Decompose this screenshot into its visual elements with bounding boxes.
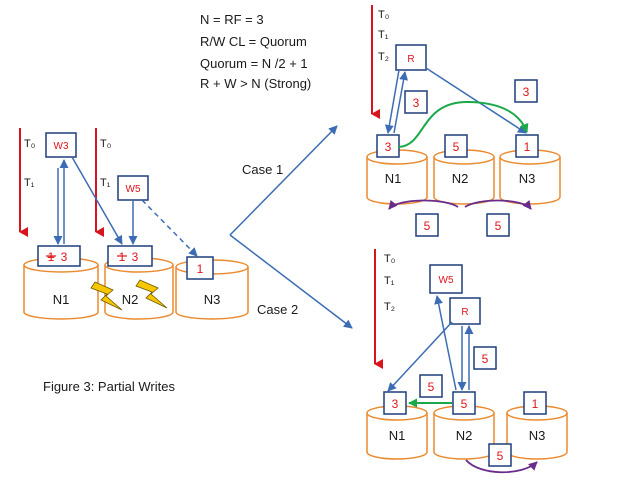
n2-old-value: 1: [119, 250, 126, 264]
time-label-t1: T₁: [24, 177, 35, 189]
time-label-t2: T₂: [384, 301, 395, 313]
time-label-t1: T₁: [378, 29, 389, 41]
n1-value: 3: [392, 397, 399, 411]
time-label-t0: T₀: [384, 253, 395, 265]
node-label-n3: N3: [519, 171, 536, 186]
time-label-t0: T₀: [100, 138, 111, 150]
node-label-n2: N2: [456, 428, 473, 443]
n2-new-value: 3: [132, 250, 139, 264]
case1-label: Case 1: [242, 162, 283, 177]
node-label-n1: N1: [389, 428, 406, 443]
case1-scenario: T₀ T₁ T₂ N1 N2 N3 3 5 1 R: [366, 5, 561, 237]
repair-label: 3: [523, 85, 530, 99]
node-label-n1: N1: [385, 171, 402, 186]
response-label: 5: [428, 380, 435, 394]
case1-branch-arrow: [229, 125, 338, 236]
sync-label-left: 5: [424, 219, 431, 233]
time-label-t0: T₀: [24, 138, 35, 150]
time-label-t1: T₁: [100, 177, 111, 189]
node-label-n2: N2: [452, 171, 469, 186]
n1-new-value: 3: [61, 250, 68, 264]
value-box-n2: [444, 134, 468, 158]
node-cylinder-n1: [23, 257, 99, 320]
response-label-box: [419, 374, 443, 398]
parameters-block: N = RF = 3 R/W CL = Quorum Quorum = N /2…: [200, 12, 311, 91]
node-cylinder-n2: [433, 149, 495, 205]
lightning-icon: [90, 281, 123, 311]
n2-value: 5: [453, 140, 460, 154]
write-label-w3: W3: [54, 141, 69, 152]
n1-old-value: 1: [48, 250, 55, 264]
case2-scenario: T₀ T₁ T₂ N1 N2 N3 3 5 1 W5 R: [366, 249, 568, 474]
repair-label-box: [514, 79, 538, 103]
value-box-n1: [37, 245, 81, 267]
value-box-n1: [383, 391, 407, 415]
param-line-2: R/W CL = Quorum: [200, 34, 307, 49]
read-request-r: [395, 44, 427, 71]
w5-to-n3-dashed-arrow: [141, 199, 198, 257]
write-label-w5: W5: [439, 275, 454, 286]
sync-purple-arrow-right: [464, 199, 532, 210]
value-box-n3: [523, 391, 547, 415]
node-label-n1: N1: [53, 292, 70, 307]
param-line-1: N = RF = 3: [200, 12, 264, 27]
n1-value: 3: [385, 140, 392, 154]
read-to-n3-arrow: [425, 67, 527, 134]
response-label: 3: [413, 96, 420, 110]
time-label-t2: T₂: [378, 51, 389, 63]
sync-label-box-right: [486, 213, 510, 237]
read-label-box: [473, 346, 497, 370]
case2-branch-arrow: [229, 234, 353, 329]
n3-value: 1: [197, 262, 204, 276]
response-label-box: [404, 90, 428, 114]
case2-label: Case 2: [257, 302, 298, 317]
time-label-t1: T₁: [384, 275, 395, 287]
read-label: 5: [482, 352, 489, 366]
figure-caption: Figure 3: Partial Writes: [43, 379, 175, 394]
write-request-w3: [45, 132, 77, 158]
value-box-n2: [107, 245, 153, 267]
n3-value: 1: [532, 397, 539, 411]
n2-value: 5: [461, 397, 468, 411]
sync-label-right: 5: [495, 219, 502, 233]
read-request-r: [449, 297, 481, 325]
n2-to-w5-arrow: [434, 295, 457, 391]
read-label-r: R: [461, 307, 468, 318]
value-box-n3: [186, 256, 214, 280]
read-label-r: R: [407, 54, 414, 65]
param-line-3: Quorum = N /2 + 1: [200, 56, 308, 71]
node-label-n2: N2: [122, 292, 139, 307]
left-scenario: T₀ T₁ T₀ T₁ N1 N2 N3 W3 W5 1: [19, 128, 249, 320]
value-box-n2: [452, 391, 476, 415]
n3-value: 1: [524, 140, 531, 154]
read-to-n1-arrow: [387, 321, 453, 392]
time-label-t0: T₀: [378, 9, 389, 21]
node-cylinder-n3: [506, 405, 568, 460]
node-label-n3: N3: [204, 292, 221, 307]
node-cylinder-n2: [104, 257, 174, 320]
write-label-w5: W5: [126, 184, 141, 195]
write-request-w5: [429, 264, 463, 294]
sync-label-box: [488, 443, 512, 467]
value-box-n3: [515, 134, 539, 158]
sync-label-box-left: [415, 213, 439, 237]
read-to-n1-arrow: [384, 69, 400, 134]
param-line-4: R + W > N (Strong): [200, 76, 311, 91]
sync-label: 5: [497, 449, 504, 463]
node-label-n3: N3: [529, 428, 546, 443]
sync-purple-arrow: [465, 459, 538, 474]
read-repair-green-arrow: [397, 100, 529, 148]
case-branch: Case 1 Case 2: [229, 125, 353, 329]
sync-purple-arrow-left: [388, 199, 459, 210]
lightning-icon: [135, 279, 168, 309]
n1-response-arrow: [393, 71, 409, 134]
w3-to-n2-arrow: [71, 156, 123, 245]
